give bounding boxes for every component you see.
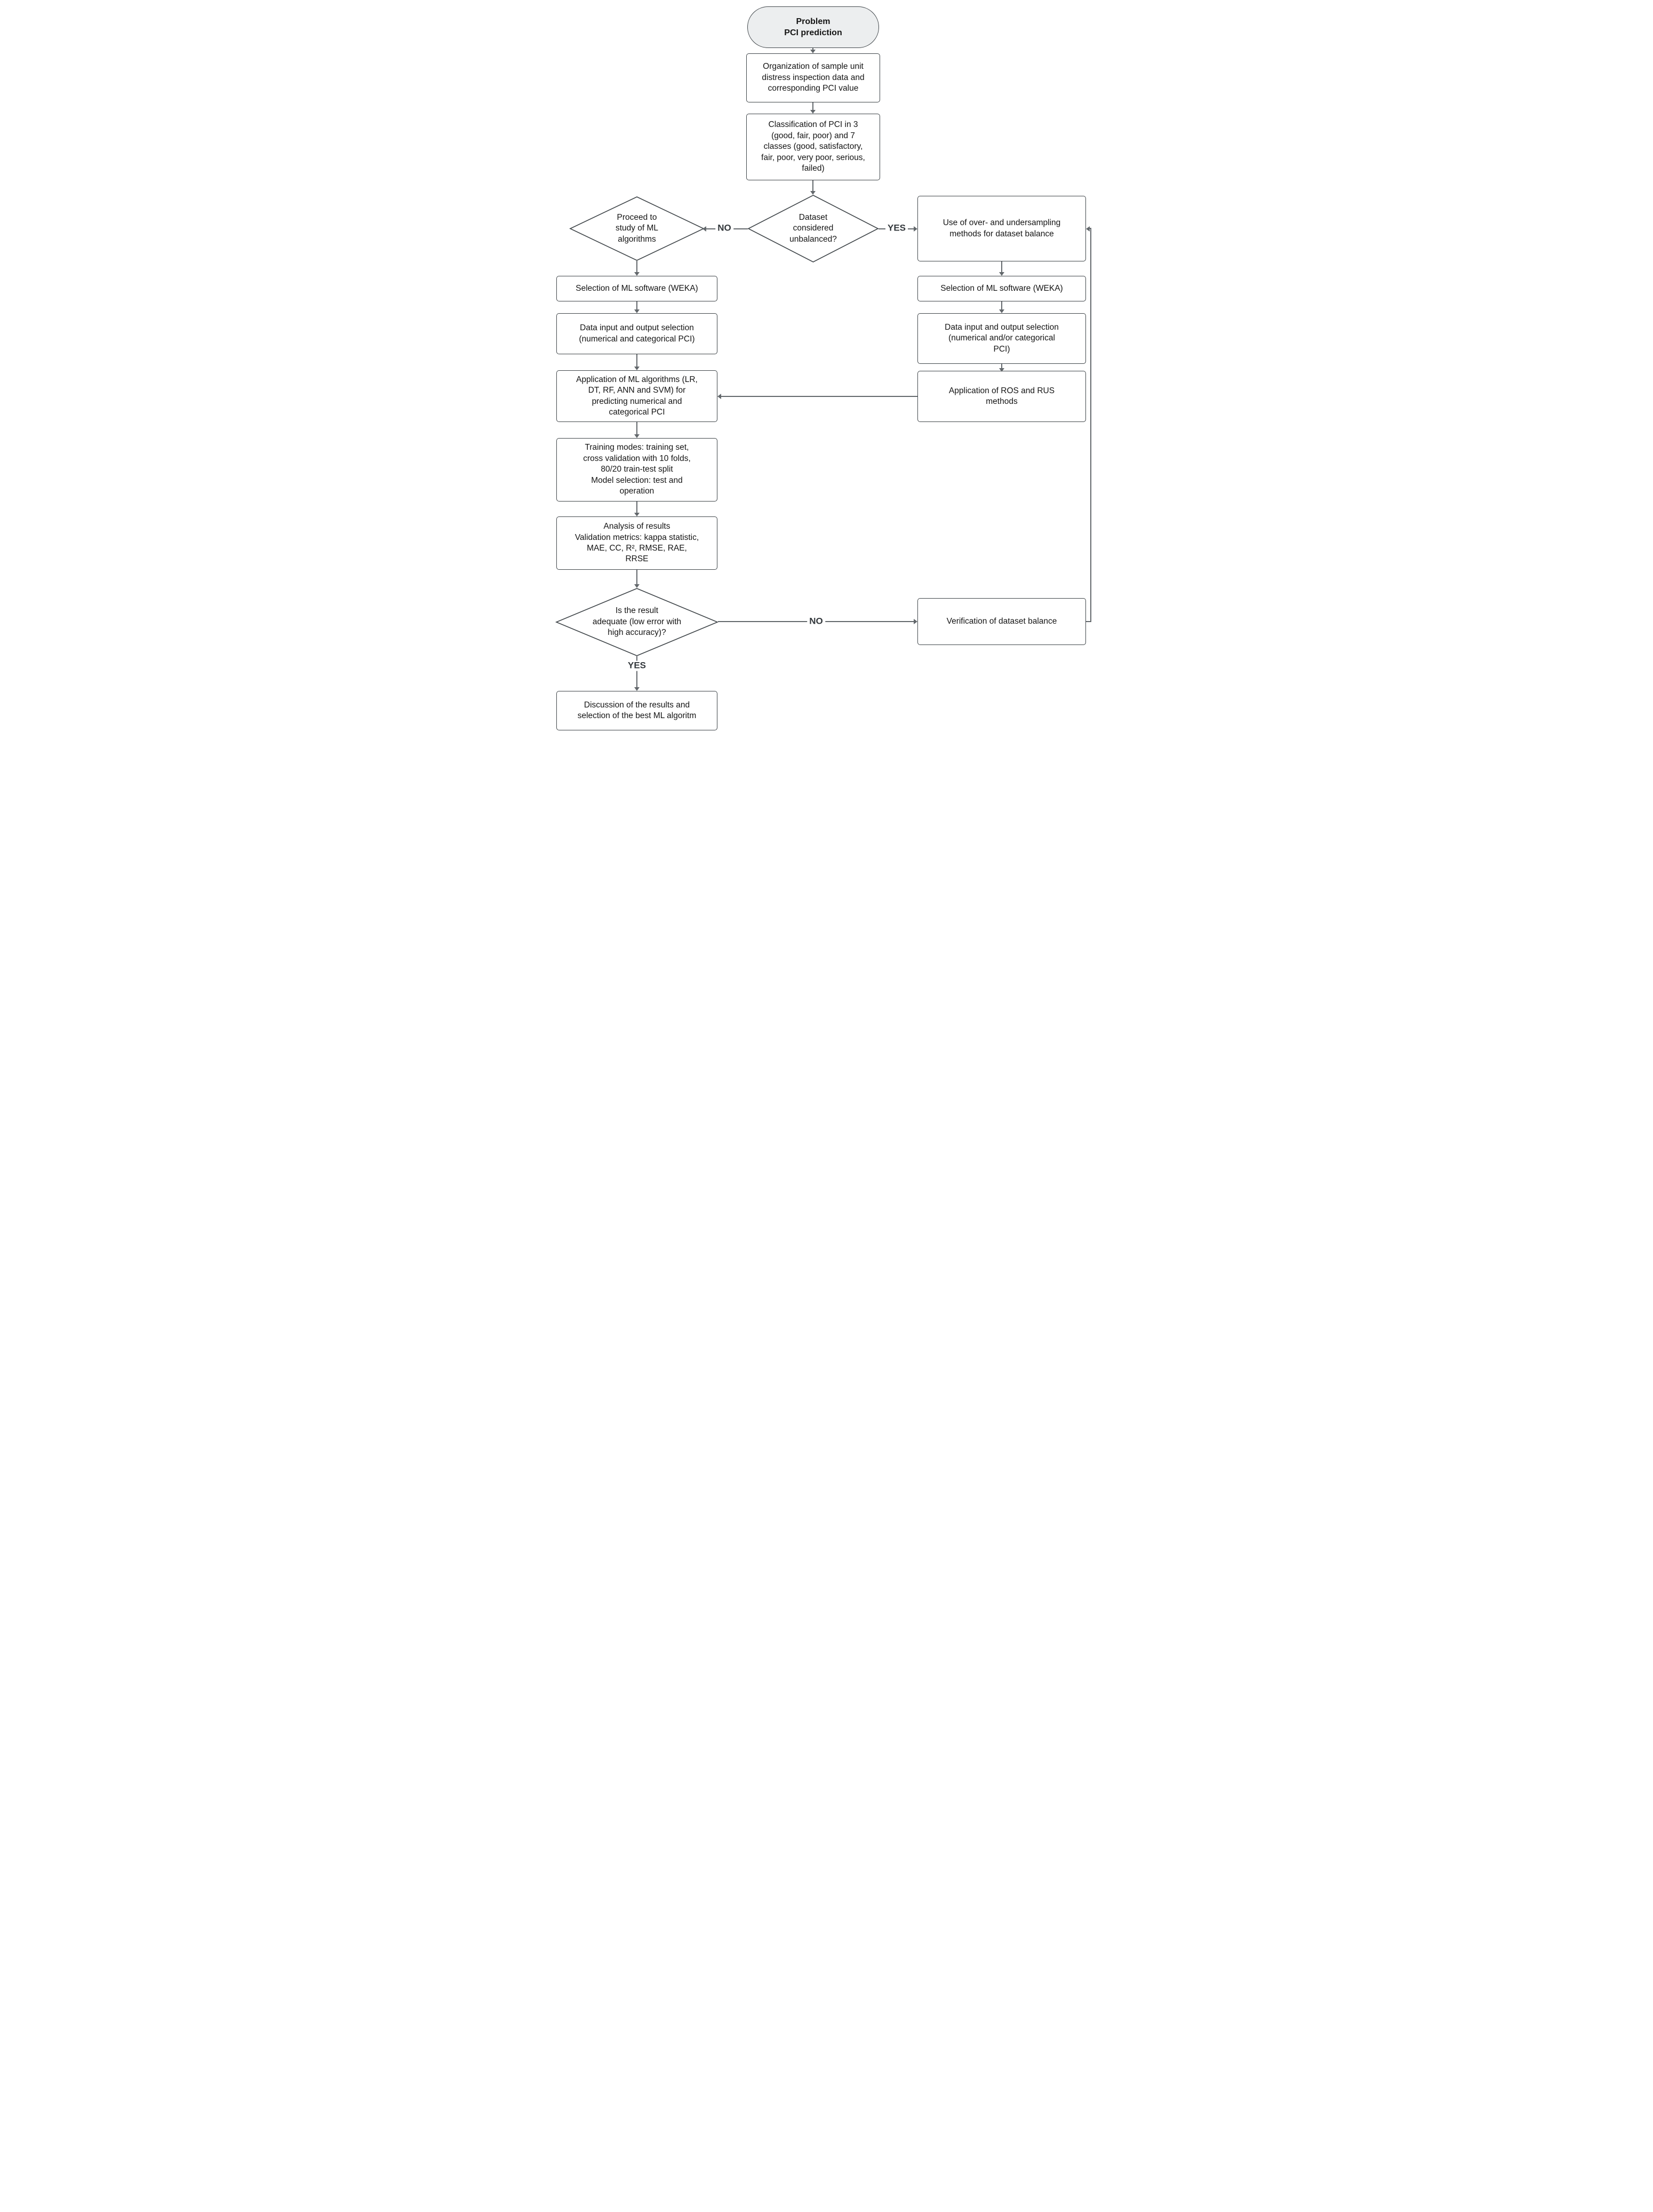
decision-proceed-study: Proceed to study of ML algorithms bbox=[569, 196, 705, 261]
arrowhead-no-to-verification bbox=[914, 619, 917, 624]
arrow-problem-to-organization bbox=[812, 48, 813, 50]
arrow-ros-rus-to-ml-algorithms bbox=[721, 396, 917, 397]
diamond-shape bbox=[569, 196, 705, 261]
edge-label-no-center: NO bbox=[715, 223, 733, 234]
node-analysis-results-text: Analysis of results Validation metrics: … bbox=[574, 522, 699, 564]
node-ros-rus-text: Application of ROS and RUS methods bbox=[948, 386, 1055, 406]
arrowhead-oversampling-to-weka-right bbox=[999, 272, 1004, 276]
arrowhead-no-to-proceed bbox=[702, 226, 706, 232]
arrow-yes-to-discussion bbox=[636, 656, 637, 687]
diamond-shape bbox=[555, 588, 719, 656]
arrowhead-yes-to-discussion bbox=[634, 687, 640, 691]
arrowhead-feedback-to-oversampling bbox=[1086, 226, 1090, 232]
arrowhead-ml-to-training bbox=[634, 434, 640, 438]
node-oversampling: Use of over- and undersampling methods f… bbox=[917, 196, 1086, 261]
node-ros-rus: Application of ROS and RUS methods bbox=[917, 371, 1086, 422]
flowchart-canvas: Problem PCI prediction Organization of s… bbox=[551, 0, 1102, 737]
node-analysis-results: Analysis of results Validation metrics: … bbox=[556, 516, 717, 570]
arrow-proceed-to-weka-left bbox=[636, 261, 637, 272]
node-discussion-text: Discussion of the results and selection … bbox=[577, 700, 697, 720]
arrow-oversampling-to-weka-right bbox=[1001, 261, 1002, 272]
feedback-line-top bbox=[1090, 228, 1091, 229]
decision-dataset-unbalanced: Dataset considered unbalanced? bbox=[747, 195, 879, 262]
arrowhead-proceed-to-weka-left bbox=[634, 272, 640, 276]
decision-dataset-unbalanced-text: Dataset considered unbalanced? bbox=[789, 212, 837, 244]
arrow-analysis-to-adequate bbox=[636, 570, 637, 584]
node-weka-right: Selection of ML software (WEKA) bbox=[917, 276, 1086, 301]
arrow-weka-left-to-data-io bbox=[636, 301, 637, 309]
node-data-io-right-text: Data input and output selection (numeric… bbox=[945, 322, 1059, 354]
node-organization-text: Organization of sample unit distress ins… bbox=[762, 62, 865, 93]
arrowhead-classification-to-decision bbox=[810, 191, 816, 195]
node-training-modes: Training modes: training set, cross vali… bbox=[556, 438, 717, 502]
node-ml-algorithms: Application of ML algorithms (LR, DT, RF… bbox=[556, 370, 717, 422]
node-organization: Organization of sample unit distress ins… bbox=[746, 53, 880, 102]
arrowhead-data-io-to-ros-rus bbox=[999, 368, 1004, 372]
arrow-data-io-to-ros-rus bbox=[1001, 364, 1002, 368]
node-problem-text: Problem PCI prediction bbox=[784, 17, 842, 37]
node-weka-right-text: Selection of ML software (WEKA) bbox=[940, 283, 1063, 293]
decision-proceed-study-text: Proceed to study of ML algorithms bbox=[615, 212, 659, 244]
node-discussion: Discussion of the results and selection … bbox=[556, 691, 717, 730]
node-data-io-left-text: Data input and output selection (numeric… bbox=[579, 323, 695, 344]
arrow-data-io-to-ml-algorithms bbox=[636, 354, 637, 367]
node-training-modes-text: Training modes: training set, cross vali… bbox=[583, 443, 691, 496]
arrowhead-analysis-to-adequate bbox=[634, 584, 640, 588]
node-oversampling-text: Use of over- and undersampling methods f… bbox=[943, 218, 1061, 238]
node-verification: Verification of dataset balance bbox=[917, 598, 1086, 645]
node-verification-text: Verification of dataset balance bbox=[946, 616, 1057, 626]
edge-label-yes-center: YES bbox=[885, 223, 908, 234]
arrowhead-weka-left-to-data-io bbox=[634, 309, 640, 313]
arrowhead-organization-to-classification bbox=[810, 110, 816, 114]
edge-label-yes-bottom: YES bbox=[625, 661, 649, 671]
node-data-io-left: Data input and output selection (numeric… bbox=[556, 313, 717, 354]
node-weka-left: Selection of ML software (WEKA) bbox=[556, 276, 717, 301]
arrowhead-ros-rus-to-ml-algorithms bbox=[717, 394, 721, 399]
node-data-io-right: Data input and output selection (numeric… bbox=[917, 313, 1086, 364]
diamond-shape bbox=[747, 195, 879, 262]
node-problem-terminal: Problem PCI prediction bbox=[747, 6, 879, 48]
arrow-weka-right-to-data-io bbox=[1001, 301, 1002, 309]
arrowhead-data-io-to-ml-algorithms bbox=[634, 367, 640, 370]
arrow-ml-to-training bbox=[636, 422, 637, 434]
arrow-training-to-analysis bbox=[636, 502, 637, 513]
edge-label-no-bottom: NO bbox=[807, 616, 825, 627]
arrowhead-yes-to-oversampling bbox=[914, 226, 917, 232]
node-classification-text: Classification of PCI in 3 (good, fair, … bbox=[761, 120, 865, 173]
arrowhead-training-to-analysis bbox=[634, 513, 640, 516]
node-weka-left-text: Selection of ML software (WEKA) bbox=[576, 283, 698, 293]
arrow-organization-to-classification bbox=[812, 102, 813, 110]
arrow-classification-to-decision bbox=[812, 180, 813, 191]
node-classification: Classification of PCI in 3 (good, fair, … bbox=[746, 114, 880, 180]
decision-result-adequate: Is the result adequate (low error with h… bbox=[555, 588, 719, 656]
arrowhead-problem-to-organization bbox=[810, 50, 816, 53]
node-ml-algorithms-text: Application of ML algorithms (LR, DT, RF… bbox=[576, 375, 698, 417]
decision-result-adequate-text: Is the result adequate (low error with h… bbox=[592, 606, 682, 638]
arrowhead-weka-right-to-data-io bbox=[999, 309, 1004, 313]
feedback-line-vertical bbox=[1090, 228, 1091, 622]
feedback-line-bottom bbox=[1086, 621, 1091, 622]
